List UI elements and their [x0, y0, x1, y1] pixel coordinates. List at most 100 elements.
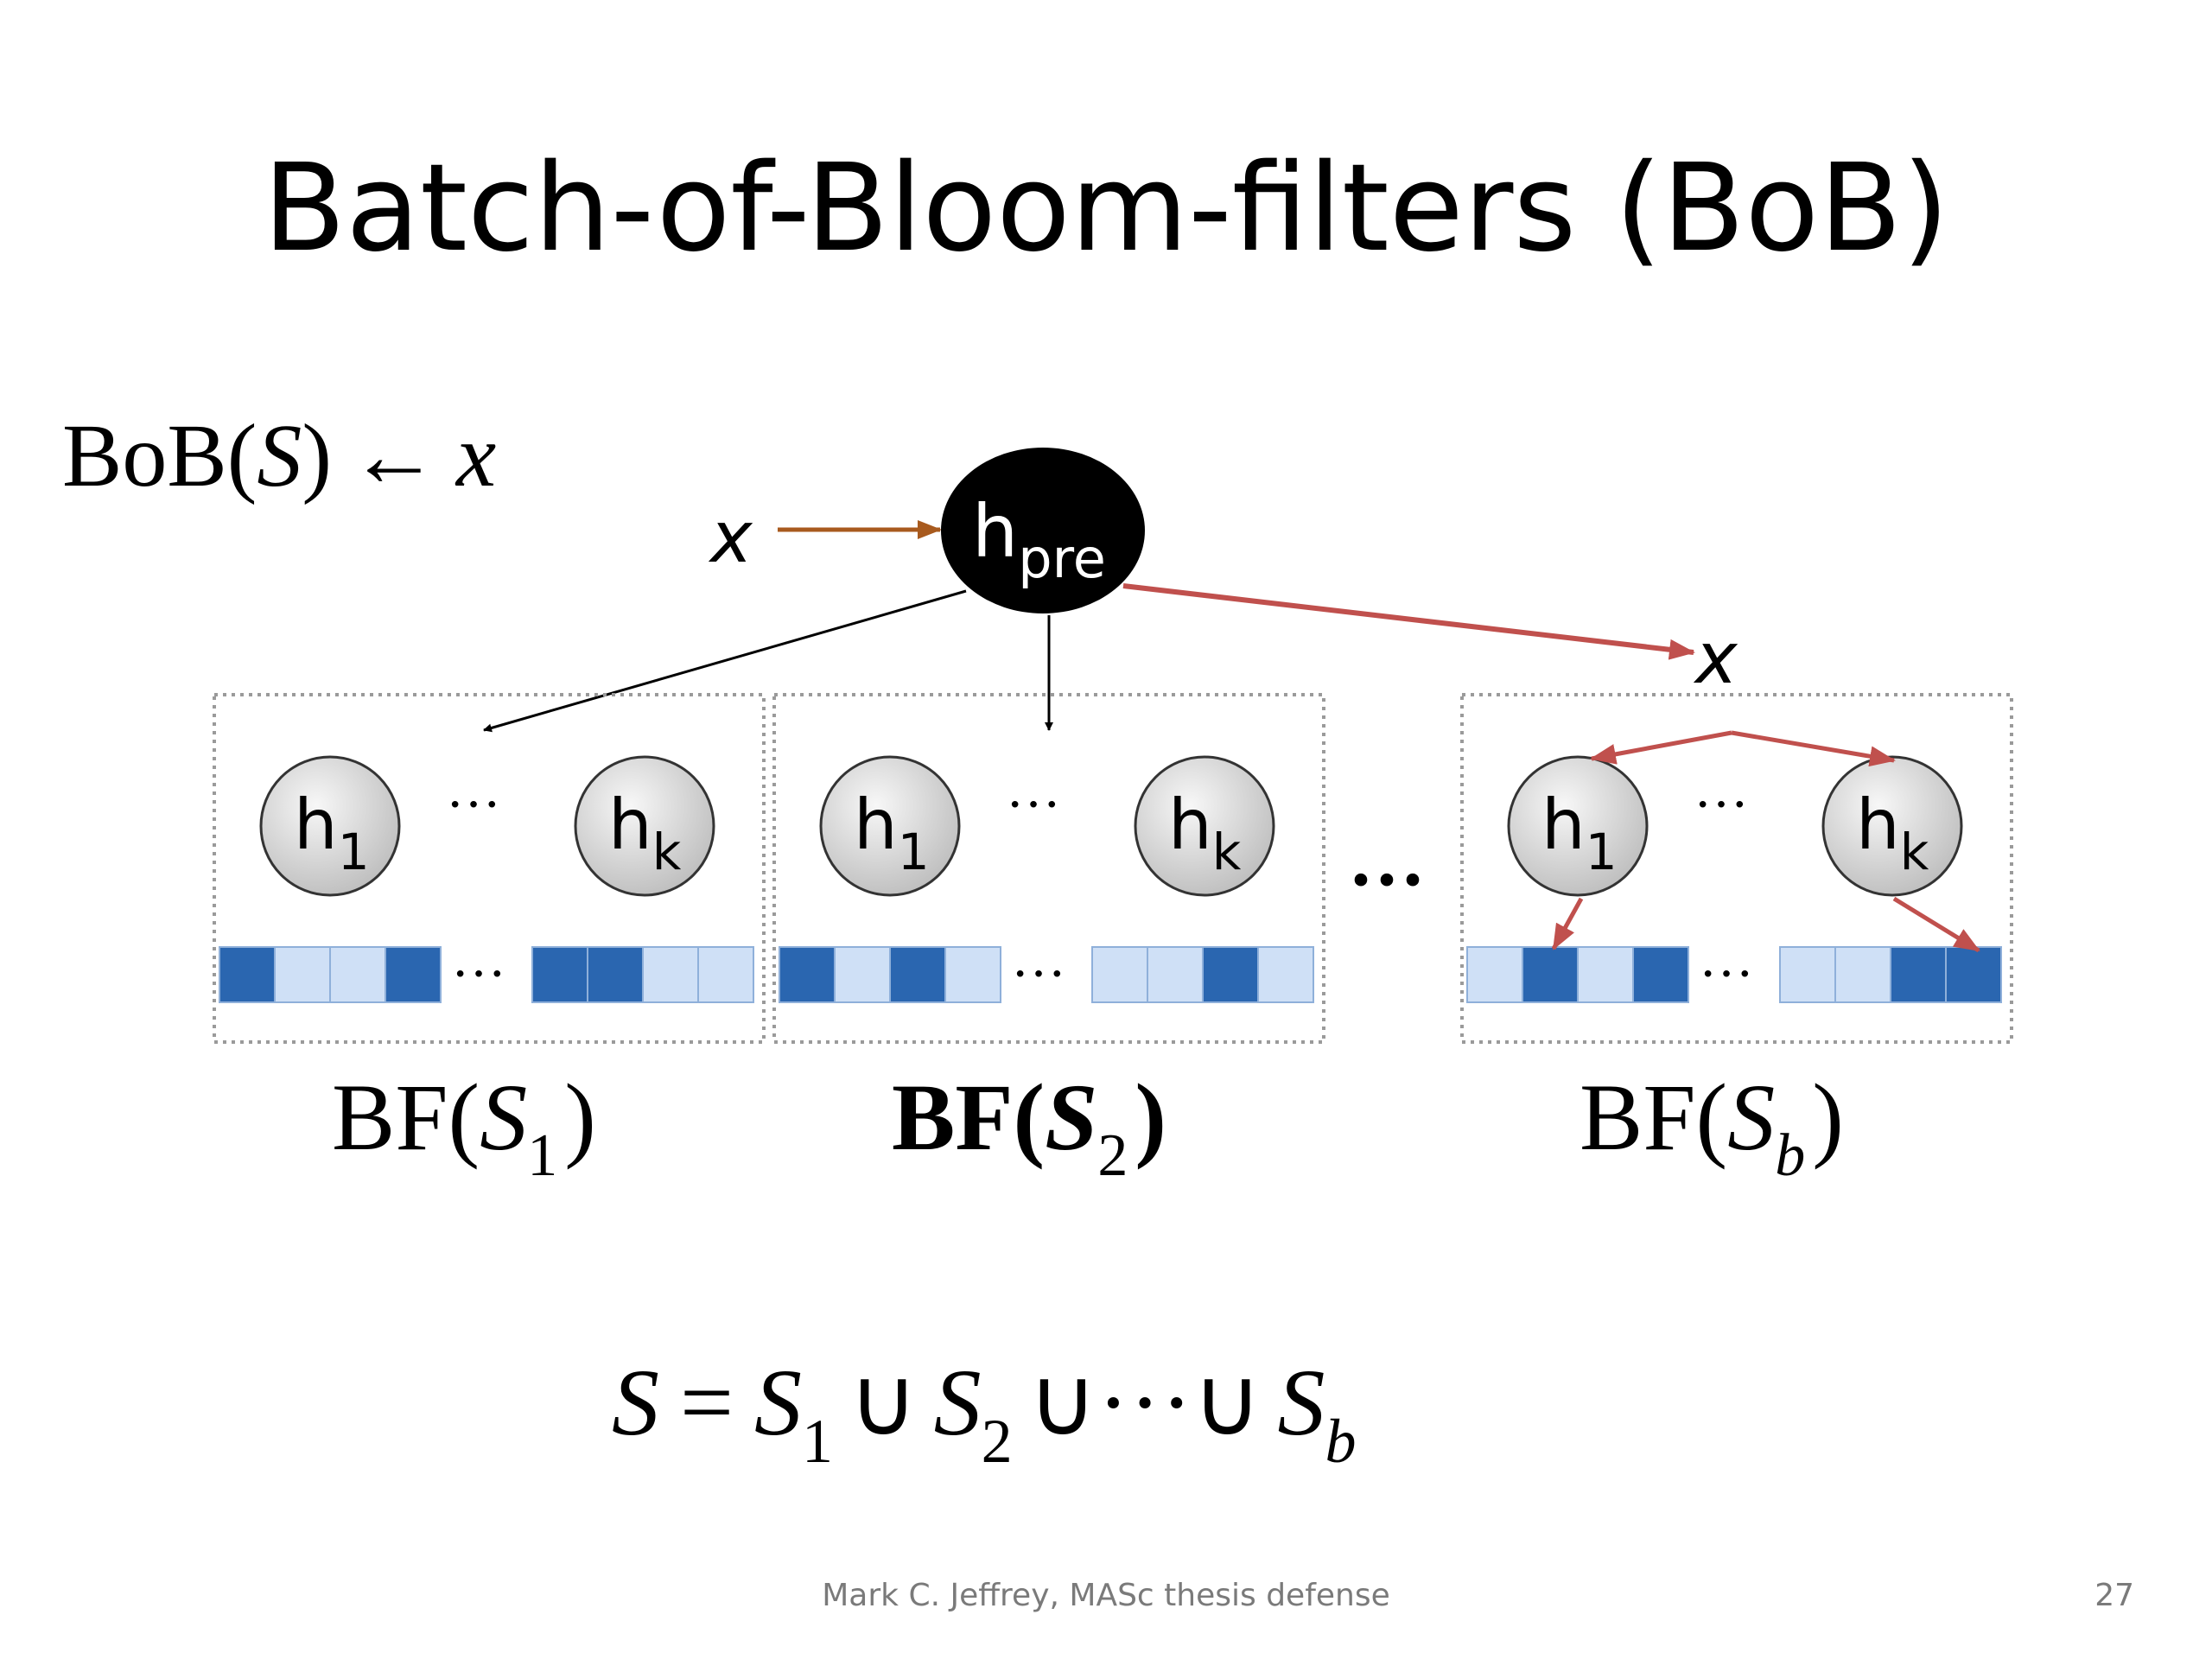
- bloom-filter-close: ): [564, 1065, 596, 1170]
- input-x-label: x: [708, 497, 753, 579]
- bit-set: [1945, 946, 2002, 1003]
- prehash-sub: pre: [1018, 527, 1106, 590]
- prehash-to-bfb-arrow: [1122, 583, 1695, 660]
- formula-bottom-s: S: [612, 1350, 659, 1455]
- svg-text:h1: h1: [294, 785, 370, 881]
- formula-bottom-cup2: ∪···∪: [1028, 1350, 1262, 1455]
- bit-set: [385, 946, 442, 1003]
- bit-ellipsis: ···: [1011, 943, 1066, 1004]
- formula-top-bob: BoB(: [62, 406, 257, 505]
- hash-subscript: 1: [898, 823, 930, 881]
- hash-function-node: h1: [259, 755, 401, 897]
- group-ellipsis: ···: [1348, 837, 1426, 923]
- formula-bottom-eq: =: [680, 1350, 734, 1455]
- bloom-filter-label: BF(S2): [892, 1065, 1166, 1189]
- formula-bottom-s1: S: [754, 1350, 802, 1455]
- bloom-filter-name: BF(: [892, 1065, 1045, 1170]
- hash-ellipsis: ···: [1694, 773, 1749, 835]
- bit-set: [1522, 946, 1579, 1003]
- bit-clear: [1091, 946, 1148, 1003]
- hash-subscript: k: [1900, 823, 1929, 881]
- bit-set: [779, 946, 836, 1003]
- bit-set: [219, 946, 276, 1003]
- hash-subscript: k: [1212, 823, 1242, 881]
- formula-bottom-sb: S: [1277, 1350, 1325, 1455]
- bit-clear: [1147, 946, 1204, 1003]
- hash-ellipsis: ···: [1006, 773, 1061, 835]
- bit-clear: [274, 946, 331, 1003]
- output-x-label: x: [1693, 618, 1738, 700]
- formula-top-x: x: [454, 406, 496, 505]
- hash-function-node: hk: [1821, 755, 1963, 897]
- bloom-filter-name: BF(: [332, 1065, 480, 1170]
- formula-bottom-cup1: ∪: [849, 1350, 918, 1455]
- bit-ellipsis: ···: [451, 943, 506, 1004]
- hash-label: h: [1168, 785, 1212, 865]
- hash-label: h: [1541, 785, 1586, 865]
- slide-title: Batch-of-Bloom-filters (BoB): [263, 138, 1949, 279]
- bit-clear: [1466, 946, 1523, 1003]
- bit-clear: [1257, 946, 1314, 1003]
- bloom-filter-close: ): [1135, 1065, 1166, 1170]
- bloom-filter-subscript: b: [1775, 1122, 1805, 1189]
- hash-subscript: 1: [1586, 823, 1618, 881]
- prehash-node: hpre: [941, 448, 1145, 613]
- svg-text:hk: hk: [1168, 785, 1242, 881]
- bfb-hk-to-bit-arrow: [1892, 896, 1980, 953]
- hash-ellipsis: ···: [446, 773, 501, 835]
- bit-set: [889, 946, 946, 1003]
- footer-author: Mark C. Jeffrey, MASc thesis defense: [822, 1578, 1390, 1613]
- formula-bottom-sub1: 1: [802, 1407, 833, 1476]
- hash-subscript: k: [652, 823, 682, 881]
- bloom-filter-subscript: 1: [527, 1122, 557, 1189]
- hash-function-node: hk: [1134, 755, 1275, 897]
- bloom-filter-set: S: [1727, 1065, 1775, 1170]
- bit-clear: [1779, 946, 1836, 1003]
- bloom-filter-subscript: 2: [1097, 1122, 1128, 1189]
- hash-label: h: [854, 785, 898, 865]
- bfb-hash-fanout-arrow-right: [1731, 730, 1896, 767]
- formula-top: BoB(S)←x: [62, 406, 496, 505]
- bit-clear: [697, 946, 754, 1003]
- hash-label: h: [294, 785, 338, 865]
- bit-set: [1202, 946, 1259, 1003]
- page-number: 27: [2094, 1578, 2134, 1613]
- hash-function-node: h1: [819, 755, 961, 897]
- prehash-to-bf1-arrow: [483, 589, 967, 733]
- bit-clear: [944, 946, 1001, 1003]
- formula-bottom-subb: b: [1325, 1407, 1356, 1476]
- formula-top-arrow: ←: [349, 406, 439, 505]
- bit-set: [531, 946, 588, 1003]
- svg-text:hk: hk: [1856, 785, 1929, 881]
- bloom-filter-set: S: [480, 1065, 527, 1170]
- bit-set: [1632, 946, 1689, 1003]
- bit-clear: [329, 946, 386, 1003]
- svg-text:h1: h1: [1541, 785, 1618, 881]
- hash-function-node: hk: [574, 755, 715, 897]
- bit-set: [1890, 946, 1947, 1003]
- bloom-filter-label: BF(S1): [332, 1065, 596, 1189]
- svg-text:hk: hk: [608, 785, 682, 881]
- bit-clear: [834, 946, 891, 1003]
- bit-clear: [642, 946, 699, 1003]
- svg-text:h1: h1: [854, 785, 930, 881]
- hash-function-node: h1: [1507, 755, 1649, 897]
- bfb-hash-fanout-arrow-left: [1590, 730, 1732, 765]
- formula-bottom-sub2: 2: [982, 1407, 1013, 1476]
- bloom-filter-name: BF(: [1580, 1065, 1727, 1170]
- bit-set: [587, 946, 644, 1003]
- bloom-filter-label: BF(Sb): [1580, 1065, 1844, 1189]
- hash-label: h: [1856, 785, 1900, 865]
- bit-clear: [1577, 946, 1634, 1003]
- svg-text:hpre: hpre: [972, 489, 1106, 590]
- prehash-label: h: [972, 489, 1018, 574]
- formula-bottom: S=S1∪S2∪···∪Sb: [612, 1350, 1356, 1476]
- formula-top-close: ): [302, 406, 332, 505]
- formula-top-set: S: [257, 406, 302, 505]
